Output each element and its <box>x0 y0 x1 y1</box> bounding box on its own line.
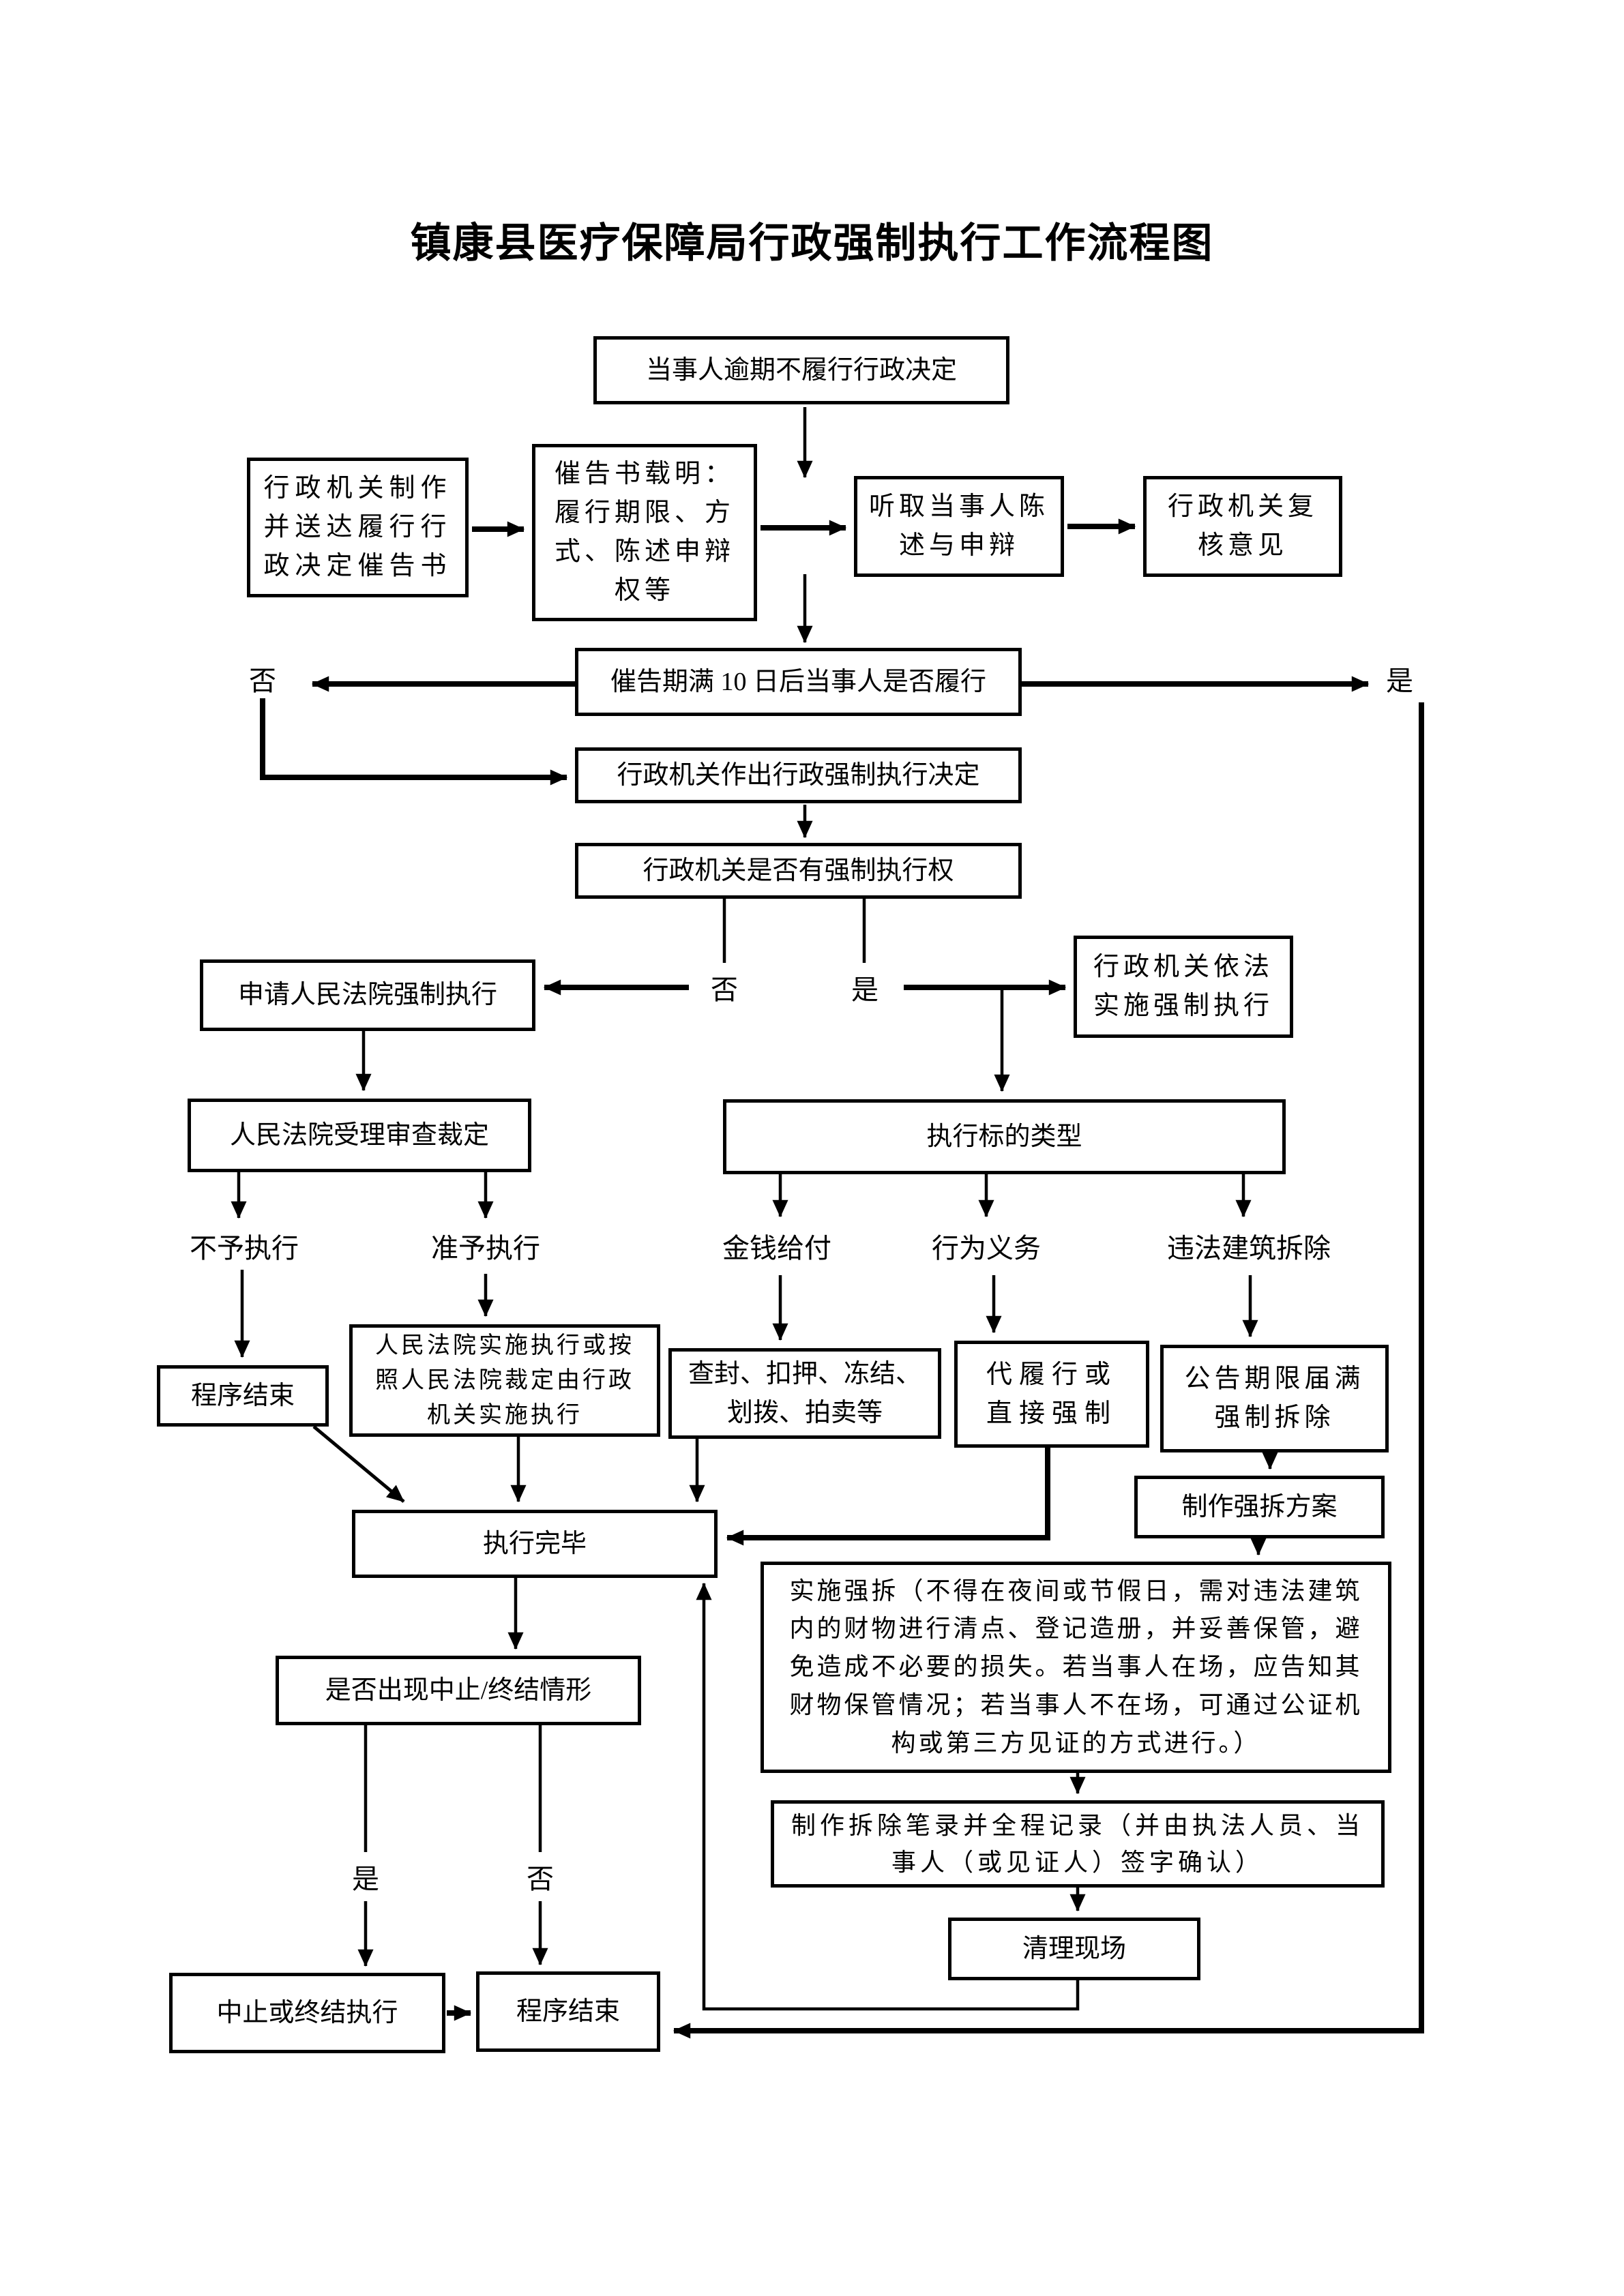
node-listen-statement: 听取当事人陈述与申辩 <box>854 476 1064 577</box>
node-enforcement-decision: 行政机关作出行政强制执行决定 <box>575 747 1022 803</box>
node-enforce-by-law: 行政机关依法实施强制执行 <box>1074 936 1293 1038</box>
node-notice-expire: 公告期限届满强制拆除 <box>1160 1345 1389 1452</box>
connector-clean-to-done <box>696 1582 1080 2011</box>
connector-yes1-return <box>673 702 1424 2039</box>
label-behavior-obligation: 行为义务 <box>929 1226 1044 1266</box>
node-procedure-end-upper: 程序结束 <box>157 1365 329 1427</box>
label-yes-2: 是 <box>848 968 881 1007</box>
node-court-exec: 人民法院实施执行或按照人民法院裁定由行政机关实施执行 <box>349 1324 660 1437</box>
node-demolition-record: 制作拆除笔录并全程记录（并由执法人员、当事人（或见证人）签字确认） <box>771 1800 1385 1888</box>
connector-no1-to-decision <box>260 697 568 786</box>
node-start: 当事人逾期不履行行政决定 <box>593 336 1009 404</box>
node-act-perform: 代履行或直接强制 <box>954 1341 1149 1448</box>
node-suspend-terminate: 中止或终结执行 <box>169 1973 445 2053</box>
label-no-2: 否 <box>708 968 741 1007</box>
node-procedure-end-lower: 程序结束 <box>476 1971 660 2052</box>
label-yes-1: 是 <box>1383 659 1416 698</box>
node-court-accept: 人民法院受理审查裁定 <box>188 1099 531 1172</box>
node-apply-court: 申请人民法院强制执行 <box>200 959 535 1031</box>
label-money-payment: 金钱给付 <box>720 1226 834 1266</box>
label-no-1: 否 <box>246 659 279 698</box>
page-title: 镇康县医疗保障局行政强制执行工作流程图 <box>410 221 1214 266</box>
node-seal-freeze: 查封、扣押、冻结、划拨、拍卖等 <box>668 1348 941 1439</box>
node-make-notice: 行政机关制作并送达履行行政决定催告书 <box>247 458 469 597</box>
node-demolition-plan: 制作强拆方案 <box>1134 1476 1385 1538</box>
node-clean-site: 清理现场 <box>948 1918 1200 1980</box>
node-deadline-decision: 催告期满 10 日后当事人是否履行 <box>575 648 1022 716</box>
node-agency-review: 行政机关复核意见 <box>1143 476 1342 577</box>
node-notice-content: 催告书载明：履行期限、方式、陈述申辩权等 <box>532 444 757 621</box>
label-permit-execute: 准予执行 <box>428 1226 543 1266</box>
label-illegal-building-demolition: 违法建筑拆除 <box>1164 1226 1333 1266</box>
label-not-execute: 不予执行 <box>187 1226 301 1266</box>
node-execution-done: 执行完毕 <box>352 1510 718 1578</box>
label-no-3: 否 <box>524 1857 557 1896</box>
label-yes-3: 是 <box>349 1857 382 1896</box>
connector-actperform-to-done <box>726 1448 1050 1546</box>
node-implement-demolition: 实施强拆（不得在夜间或节假日，需对违法建筑内的财物进行清点、登记造册，并妥善保管… <box>761 1562 1391 1773</box>
node-interrupt-decision: 是否出现中止/终结情形 <box>276 1656 641 1725</box>
node-has-power-decision: 行政机关是否有强制执行权 <box>575 843 1022 899</box>
node-target-type: 执行标的类型 <box>723 1099 1286 1174</box>
connector-endupper-to-done <box>312 1425 405 1503</box>
